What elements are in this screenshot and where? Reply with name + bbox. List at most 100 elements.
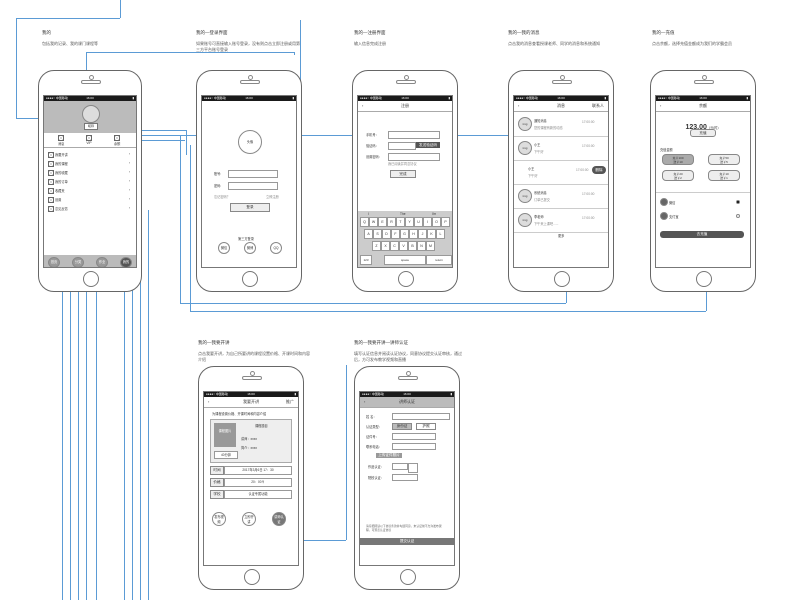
teacher-certify-button[interactable]: 讲师认证 (272, 512, 286, 526)
radio-selected[interactable] (736, 200, 740, 204)
radio-unselected[interactable] (736, 214, 740, 218)
back-icon[interactable]: ‹ (364, 399, 366, 404)
key[interactable]: A (364, 229, 373, 239)
key[interactable]: B (408, 241, 417, 251)
key[interactable]: M (426, 241, 435, 251)
key[interactable]: Y (405, 217, 414, 227)
more-link[interactable]: 更多 (558, 234, 565, 238)
school-input[interactable]: 认证专属功能 (224, 490, 292, 499)
upload-id-button[interactable]: 上传证件照片 (376, 453, 402, 458)
back-icon[interactable]: ‹ (362, 103, 364, 108)
key[interactable]: V (399, 241, 408, 251)
key[interactable]: C (390, 241, 399, 251)
tab-mine[interactable]: 我的 (120, 256, 132, 267)
key[interactable]: N (417, 241, 426, 251)
password-input[interactable] (388, 153, 440, 161)
key[interactable]: G (400, 229, 409, 239)
submit-certify-button[interactable]: 提交认证 (360, 538, 454, 545)
tab-home[interactable]: 首页 (48, 256, 60, 267)
stat-balance[interactable]: 余额 (114, 135, 120, 146)
login-button[interactable]: 登录 (230, 203, 270, 212)
publish-video-button[interactable]: 发布视频 (212, 512, 226, 526)
key[interactable]: H (409, 229, 418, 239)
key-return[interactable]: return (426, 255, 452, 265)
menu-item[interactable]: 我的课程› (44, 159, 136, 168)
recharge-button[interactable]: 充值 (690, 129, 716, 137)
back-icon[interactable]: ‹ (208, 399, 210, 404)
qq-login-button[interactable]: QQ (270, 242, 282, 254)
id-number-input[interactable] (392, 433, 436, 440)
back-icon[interactable]: ‹ (660, 103, 662, 108)
password-input[interactable] (228, 182, 278, 190)
start-lecture-button[interactable]: 立即开讲 (242, 512, 256, 526)
stat-messages[interactable]: 消息 (58, 135, 64, 146)
menu-item[interactable]: 我的收藏› (44, 168, 136, 177)
avatar[interactable] (82, 105, 100, 123)
phone-input[interactable] (392, 443, 436, 450)
key[interactable]: S (373, 229, 382, 239)
agree-checkbox[interactable]: 我已阅读并同意协议 (388, 162, 417, 166)
key[interactable]: X (381, 241, 390, 251)
key[interactable]: P (441, 217, 450, 227)
time-input[interactable]: 2017年3月6日 17：30 (224, 466, 292, 475)
id-type-passport[interactable]: 护照 (416, 423, 436, 430)
key[interactable]: E (378, 217, 387, 227)
back-icon[interactable]: ‹ (518, 103, 520, 108)
key[interactable]: O (432, 217, 441, 227)
id-type-idcard[interactable]: 身份证 (392, 423, 412, 430)
menu-item[interactable]: 我的订单› (44, 177, 136, 186)
register-link[interactable]: 立即注册 (266, 195, 279, 199)
menu-item[interactable]: 我要开讲› (44, 150, 136, 159)
key[interactable]: J (418, 229, 427, 239)
payment-alipay[interactable]: 支付宝 (669, 215, 679, 219)
key[interactable]: W (369, 217, 378, 227)
key[interactable]: U (414, 217, 423, 227)
name-input[interactable] (392, 413, 450, 420)
price-input[interactable]: 20：00￥ (224, 478, 292, 487)
key[interactable]: L (436, 229, 445, 239)
weibo-login-button[interactable]: 微博 (244, 242, 256, 254)
key[interactable]: T (396, 217, 405, 227)
tab-category[interactable]: 分类 (72, 256, 84, 267)
agreement-text[interactable]: 请仔细阅读以下协议条款并勾选同意，未认证前不允许发布课程，可预览认证协议 (366, 524, 442, 532)
school-input[interactable] (392, 474, 418, 481)
forgot-password-link[interactable]: 忘记密码？ (214, 195, 230, 199)
key-123[interactable]: 123 (360, 255, 372, 265)
account-input[interactable] (228, 170, 278, 178)
work-upload[interactable] (408, 463, 418, 473)
submit-recharge-button[interactable]: 去充值 (660, 231, 744, 238)
menu-item[interactable]: 设置› (44, 195, 136, 204)
key-space[interactable]: space (384, 255, 426, 265)
send-code-button[interactable]: 发送验证码 (416, 142, 440, 148)
done-button[interactable]: 完成 (390, 170, 416, 178)
key[interactable]: F (391, 229, 400, 239)
promote-link[interactable]: 推广 (286, 399, 294, 404)
stat-vip[interactable]: VIP (86, 135, 92, 145)
key[interactable]: Z (372, 241, 381, 251)
payment-wechat[interactable]: 微信 (669, 201, 676, 205)
key[interactable]: D (382, 229, 391, 239)
key[interactable]: K (427, 229, 436, 239)
code-input[interactable] (388, 142, 416, 150)
wechat-login-button[interactable]: 微信 (218, 242, 230, 254)
key[interactable]: Q (360, 217, 369, 227)
menu-item[interactable]: 收藏夹› (44, 186, 136, 195)
delete-button[interactable]: 删除 (592, 166, 606, 174)
work-input[interactable] (392, 463, 408, 470)
key[interactable]: I (423, 217, 432, 227)
menu-item[interactable]: 意见反馈› (44, 204, 136, 213)
contacts-link[interactable]: 联系人 (592, 103, 604, 108)
tab-homework[interactable]: 作业 (96, 256, 108, 267)
course-image[interactable]: 课程图片 (214, 423, 236, 447)
phone-input[interactable] (388, 131, 440, 139)
key[interactable]: R (387, 217, 396, 227)
